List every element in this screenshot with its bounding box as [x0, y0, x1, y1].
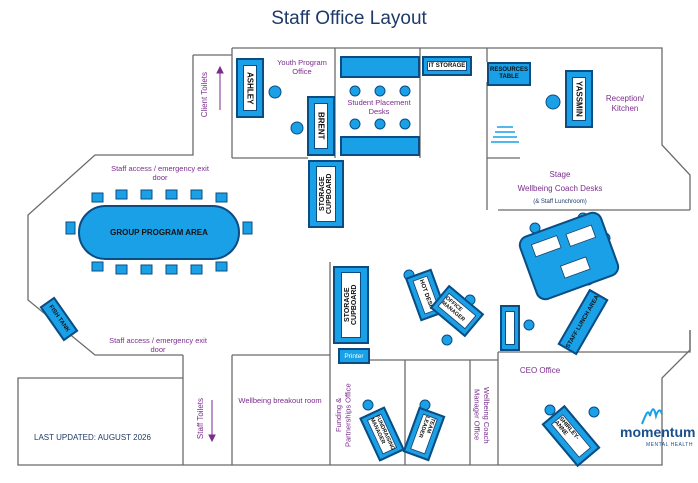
ceo-office-label: CEO Office [519, 366, 561, 375]
storage-cupboard-2-label: STORAGE CUPBOARD [344, 284, 358, 326]
it-storage-label: IT STORAGE [428, 63, 466, 69]
reception-label: Reception/ Kitchen [605, 94, 645, 113]
staff-access-top-label: Staff access / emergency exit door [111, 164, 209, 183]
group-program-label: GROUP PROGRAM AREA [110, 228, 208, 237]
staff-lunchroom-label: (& Staff Lunchroom) [533, 199, 587, 205]
chairs-group [65, 189, 253, 275]
page-title: Staff Office Layout [271, 8, 427, 29]
outer-wall [232, 47, 691, 210]
storage-cupboard-1: STORAGE CUPBOARD [308, 160, 344, 228]
brent-desk: BRENT [307, 96, 335, 156]
group-program-table: GROUP PROGRAM AREA [78, 205, 240, 260]
team-leader-label: TEAM LEADER [416, 415, 436, 439]
momentum-logo-icon [641, 408, 663, 425]
yassmin-label: YASSMIN [574, 81, 584, 117]
it-storage: IT STORAGE [422, 56, 472, 76]
ashley-desk: ASHLEY [236, 58, 264, 118]
client-toilets-label: Client Toilets [200, 72, 209, 118]
student-desks-label: Student Placement Desks [347, 98, 411, 117]
youth-office-label: Youth Program Office [277, 58, 327, 77]
stage-label: Stage [549, 170, 571, 179]
last-updated: LAST UPDATED: AUGUST 2026 [34, 433, 151, 442]
yassmin-desk: YASSMIN [565, 70, 593, 128]
staff-toilets-label: Staff Toilets [196, 398, 205, 440]
wellbeing-breakout-label: Wellbeing breakout room [238, 396, 322, 405]
storage-cupboard-2: STORAGE CUPBOARD [333, 266, 369, 344]
wellbeing-coach-desks-label: Wellbeing Coach Desks [517, 184, 603, 193]
resources-table: RESOURCES TABLE [487, 62, 531, 86]
printer: Printer [338, 348, 370, 364]
student-desk-bottom [340, 136, 420, 156]
ashley-label: ASHLEY [245, 71, 255, 105]
outer-wall-left [27, 55, 194, 356]
staff-access-bottom-label: Staff access / emergency exit door [109, 336, 207, 355]
brent-label: BRENT [316, 112, 326, 140]
logo-tagline: MENTAL HEALTH [646, 442, 693, 448]
coach-manager-office-label: Wellbeing Coach Manager Office [472, 386, 491, 444]
resources-table-label: RESOURCES TABLE [489, 67, 528, 80]
corner-desk [500, 305, 520, 351]
student-desk-top [340, 56, 420, 78]
stage-steps [491, 126, 519, 143]
logo-wordmark: momentum [620, 424, 696, 440]
storage-cupboard-1-label: STORAGE CUPBOARD [319, 173, 333, 215]
funding-office-label: Funding & Partnerships Office [334, 383, 353, 447]
printer-label: Printer [344, 352, 364, 360]
